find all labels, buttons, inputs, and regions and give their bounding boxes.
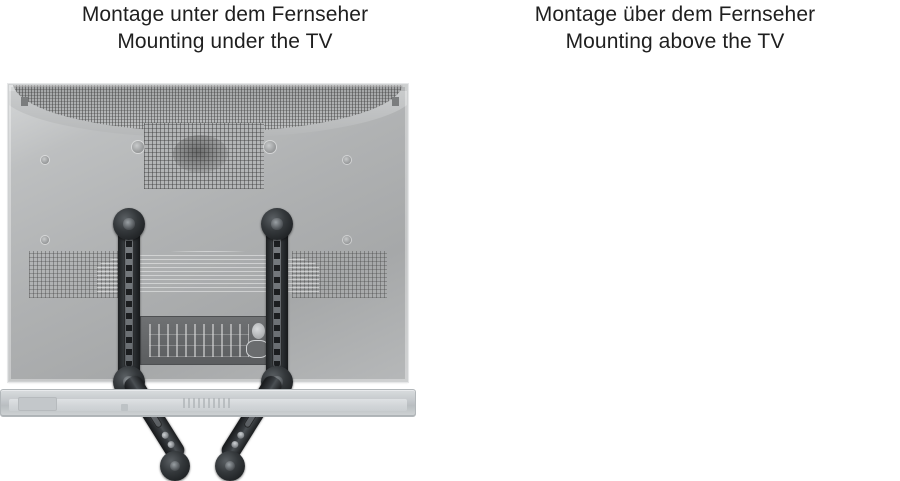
- tv-connector-panel-left: [140, 315, 274, 366]
- tv-speaker-grille-right-side: [291, 250, 388, 299]
- tv-screw-boss-side-right: [343, 156, 352, 165]
- bracket-vertical-rail-right: [266, 216, 288, 384]
- panel-mounting-under-tv: Montage unter dem Fernseher Mounting und…: [0, 0, 450, 481]
- tv-corner-mark-left: [20, 96, 28, 106]
- tv-port-array-left: [149, 324, 250, 357]
- bracket-arm-hole-right-2: [229, 439, 240, 450]
- tv-screw-boss-lower-left: [40, 235, 49, 244]
- title-german-left: Montage unter dem Fernseher: [81, 3, 369, 26]
- bracket-knuckle-top-left: [113, 208, 145, 240]
- tv-fan-vent-left: [144, 123, 264, 189]
- tv-screw-boss-upper-left: [132, 141, 145, 154]
- panel-titles-right: Montage über dem Fernseher Mounting abov…: [450, 1, 900, 55]
- soundbar-logo-left: [183, 397, 233, 408]
- illustration-mounting-under-tv: [0, 84, 416, 481]
- tv-antenna-port-left: [251, 322, 265, 339]
- tv-speaker-grille-left-side: [28, 250, 125, 299]
- bracket-arm-hole-left-2: [166, 439, 177, 450]
- tv-screw-boss-lower-right: [343, 235, 352, 244]
- tv-rear-panel-left: [8, 84, 408, 382]
- title-english-left: Mounting under the TV: [117, 30, 333, 53]
- soundbar-left: [0, 389, 416, 417]
- soundbar-badge-left: [17, 396, 57, 411]
- tv-screw-boss-side-left: [40, 156, 49, 165]
- bracket-knuckle-soundbar-right: [215, 451, 245, 481]
- bracket-knuckle-top-right: [261, 208, 293, 240]
- tv-corner-mark-right: [392, 96, 400, 106]
- bracket-arm-hole-left-1: [160, 430, 171, 440]
- title-german-right: Montage über dem Fernseher: [534, 3, 816, 26]
- bracket-angled-arm-right: [218, 372, 285, 463]
- bracket-angled-arm-left: [121, 372, 188, 463]
- tv-screw-boss-upper-right: [263, 141, 276, 154]
- panel-mounting-above-tv: Montage über dem Fernseher Mounting abov…: [450, 0, 900, 422]
- bracket-rail-slot-right: [272, 231, 282, 369]
- bracket-knuckle-soundbar-left: [160, 451, 190, 481]
- title-english-right: Mounting above the TV: [565, 30, 785, 53]
- panel-titles-left: Montage unter dem Fernseher Mounting und…: [0, 1, 450, 55]
- bracket-vertical-rail-left: [118, 216, 140, 384]
- soundbar-indicator-left: [121, 403, 129, 411]
- bracket-rail-slot-left: [124, 231, 134, 369]
- bracket-arm-hole-right-1: [235, 430, 246, 440]
